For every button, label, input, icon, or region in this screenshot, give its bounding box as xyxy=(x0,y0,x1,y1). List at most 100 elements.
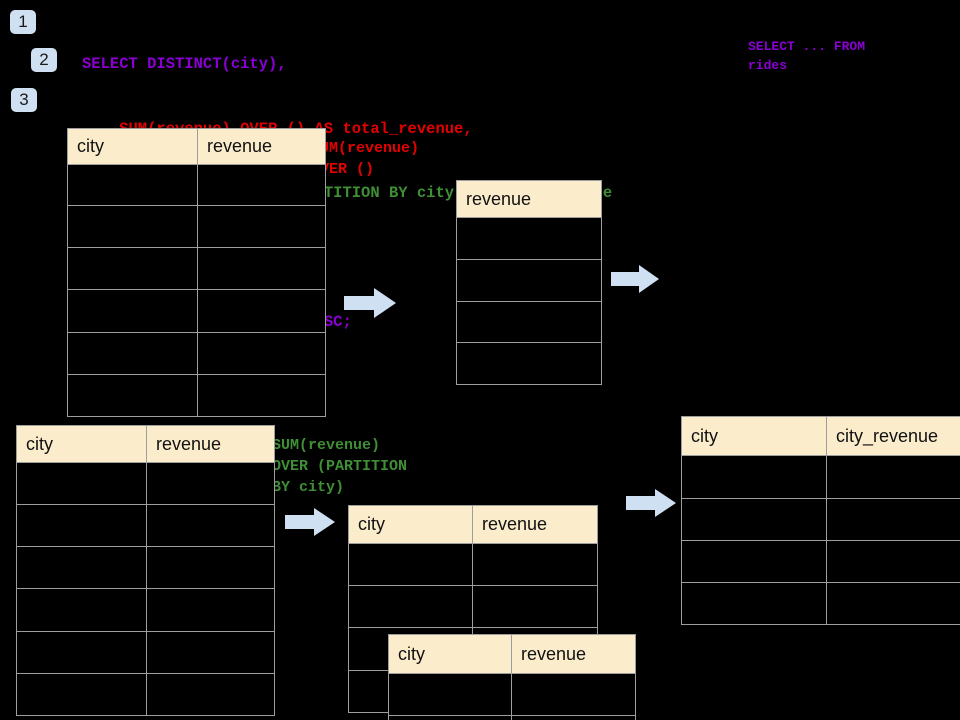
table-cell xyxy=(348,585,473,628)
table-cell xyxy=(146,504,275,547)
table-total-revenue: revenue xyxy=(456,180,602,385)
table-cell xyxy=(16,462,147,505)
table-row xyxy=(348,543,598,586)
table-cell xyxy=(67,289,198,333)
table-cell xyxy=(511,673,636,716)
column-header-city: city xyxy=(67,128,198,165)
table-row xyxy=(681,582,960,625)
table-row xyxy=(16,631,275,674)
table-cell xyxy=(456,301,602,343)
table-cell xyxy=(67,164,198,206)
column-header-revenue: revenue xyxy=(197,128,326,165)
table-cell xyxy=(826,540,960,583)
table-cell xyxy=(197,332,326,375)
column-header-city: city xyxy=(681,416,827,456)
step-badge-2: 2 xyxy=(31,48,57,72)
table-cell xyxy=(146,588,275,632)
table-cell xyxy=(681,455,827,499)
table-cell xyxy=(456,217,602,260)
table-row xyxy=(67,289,326,333)
table-header-row: city revenue xyxy=(16,425,275,463)
table-cell xyxy=(826,498,960,541)
table-header-row: city city_revenue xyxy=(681,416,960,456)
annotation-total-revenue: SUM(revenue) OVER () xyxy=(311,140,420,178)
table-cell xyxy=(197,289,326,333)
table-cell xyxy=(67,247,198,290)
table-cell xyxy=(16,673,147,716)
table-row xyxy=(681,540,960,583)
table-partition-front: city revenue xyxy=(388,634,636,720)
table-cell xyxy=(16,631,147,674)
step-badge-3: 3 xyxy=(11,88,37,112)
table-row xyxy=(456,301,602,343)
table-row xyxy=(16,546,275,589)
column-header-city: city xyxy=(348,505,473,544)
table-row xyxy=(348,585,598,628)
sql-line-select: SELECT DISTINCT(city), xyxy=(82,55,287,73)
table-row xyxy=(67,374,326,417)
column-header-revenue: revenue xyxy=(511,634,636,674)
table-source-top: city revenue xyxy=(67,128,326,417)
table-cell xyxy=(472,585,598,628)
table-partition-back: city revenue xyxy=(348,505,598,713)
table-cell xyxy=(67,205,198,248)
table-cell xyxy=(16,588,147,632)
table-cell xyxy=(146,546,275,589)
table-row xyxy=(388,715,636,720)
table-row xyxy=(67,205,326,248)
table-row xyxy=(16,462,275,505)
table-row xyxy=(456,217,602,260)
table-cell xyxy=(472,543,598,586)
table-cell xyxy=(197,374,326,417)
arrow-right-icon-1 xyxy=(344,288,396,318)
table-header-row: city revenue xyxy=(67,128,326,165)
table-cell xyxy=(146,631,275,674)
column-header-city-revenue: city_revenue xyxy=(826,416,960,456)
table-cell xyxy=(197,164,326,206)
arrow-right-icon-4 xyxy=(626,489,676,517)
table-cell xyxy=(197,205,326,248)
table-cell xyxy=(146,673,275,716)
table-cell xyxy=(681,498,827,541)
column-header-city: city xyxy=(16,425,147,463)
table-row xyxy=(16,673,275,716)
annotation-partition-by: SUM(revenue) OVER (PARTITION BY city) xyxy=(272,437,408,496)
table-cell xyxy=(456,259,602,302)
table-row xyxy=(456,259,602,302)
column-header-city: city xyxy=(388,634,512,674)
table-cell xyxy=(67,374,198,417)
arrow-right-icon-2 xyxy=(611,265,659,293)
arrow-right-icon-3 xyxy=(285,508,335,536)
table-cell xyxy=(146,462,275,505)
table-cell xyxy=(826,582,960,625)
table-cell xyxy=(388,673,512,716)
table-cell xyxy=(826,455,960,499)
table-cell xyxy=(197,247,326,290)
table-row xyxy=(388,673,636,716)
table-row xyxy=(681,498,960,541)
table-header-row: revenue xyxy=(456,180,602,218)
step-badge-1: 1 xyxy=(10,10,36,34)
table-cell xyxy=(67,332,198,375)
table-cell xyxy=(388,715,512,720)
table-row xyxy=(67,164,326,206)
table-cell xyxy=(16,546,147,589)
table-cell xyxy=(16,504,147,547)
table-row xyxy=(67,247,326,290)
table-row xyxy=(681,455,960,499)
table-result: city city_revenue xyxy=(681,416,960,625)
table-cell xyxy=(456,342,602,385)
table-cell xyxy=(348,543,473,586)
table-header-row: city revenue xyxy=(388,634,636,674)
table-header-row: city revenue xyxy=(348,505,598,544)
table-row xyxy=(456,342,602,385)
column-header-revenue: revenue xyxy=(456,180,602,218)
table-row xyxy=(16,504,275,547)
table-source-bottom: city revenue xyxy=(16,425,275,716)
table-row xyxy=(16,588,275,632)
column-header-revenue: revenue xyxy=(146,425,275,463)
side-note-select-from: SELECT ... FROM rides xyxy=(748,39,866,73)
table-cell xyxy=(511,715,636,720)
table-cell xyxy=(681,582,827,625)
